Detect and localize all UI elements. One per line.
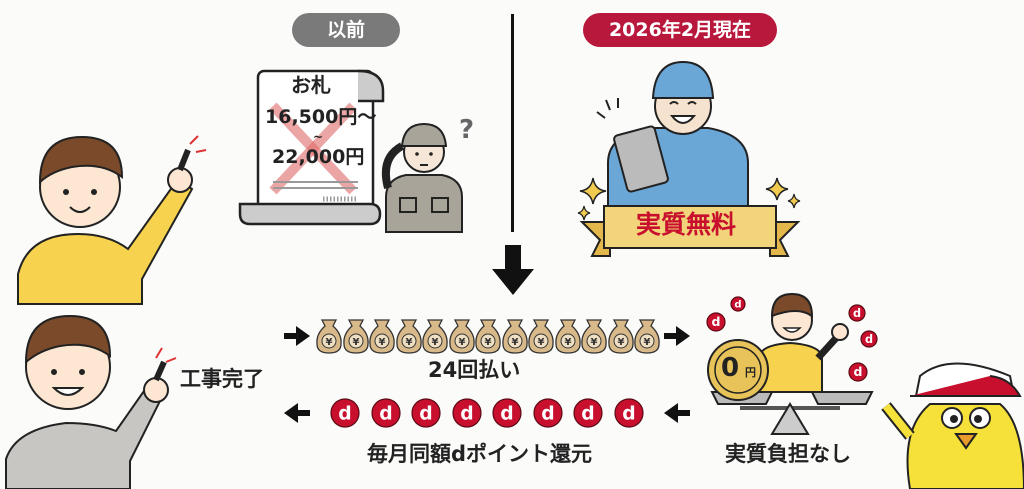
d-point-coin-icon: d bbox=[411, 398, 441, 428]
svg-text:¥: ¥ bbox=[485, 337, 492, 348]
before-badge: 以前 bbox=[292, 13, 400, 47]
installment-bags: ¥ ¥ ¥ ¥ ¥ ¥ ¥ ¥ ¥ ¥ ¥ ¥ ¥ bbox=[316, 318, 660, 354]
d-point-coin-icon: d bbox=[330, 398, 360, 428]
sparkle-icon bbox=[577, 177, 607, 221]
money-bag-icon: ¥ bbox=[554, 319, 581, 354]
receipt-illustration bbox=[238, 69, 385, 226]
construction-done-label: 工事完了 bbox=[180, 367, 264, 391]
svg-text:d: d bbox=[338, 403, 351, 424]
right-arrow-icon bbox=[664, 326, 690, 346]
money-bag-icon: ¥ bbox=[607, 319, 634, 354]
svg-text:d: d bbox=[541, 403, 554, 424]
money-bag-icon: ¥ bbox=[395, 319, 422, 354]
svg-text:d: d bbox=[622, 403, 635, 424]
now-badge: 2026年2月現在 bbox=[583, 13, 777, 47]
svg-text:d: d bbox=[854, 364, 863, 379]
svg-text:¥: ¥ bbox=[617, 337, 624, 348]
price-from: 16,500円～ bbox=[265, 106, 377, 128]
svg-text:¥: ¥ bbox=[511, 337, 518, 348]
money-bag-icon: ¥ bbox=[475, 319, 501, 354]
installments-label: 24回払い bbox=[428, 358, 521, 382]
svg-text:¥: ¥ bbox=[458, 337, 465, 348]
question-mark: ? bbox=[459, 115, 475, 145]
svg-text:¥: ¥ bbox=[352, 337, 359, 348]
svg-text:d: d bbox=[379, 403, 392, 424]
price-tilde: ~ bbox=[313, 130, 324, 144]
svg-text:¥: ¥ bbox=[379, 337, 386, 348]
points-label: 毎月同額dポイント還元 bbox=[367, 442, 593, 466]
down-arrow-icon bbox=[492, 245, 534, 295]
result-label: 実質負担なし bbox=[725, 442, 851, 466]
money-bag-icon: ¥ bbox=[422, 319, 448, 354]
svg-text:d: d bbox=[500, 403, 513, 424]
sparkle-icon bbox=[765, 177, 801, 209]
money-bag-icon: ¥ bbox=[581, 319, 607, 354]
d-point-coin-icon: d bbox=[848, 362, 868, 382]
money-bag-icon: ¥ bbox=[369, 319, 395, 354]
svg-text:d: d bbox=[460, 403, 473, 424]
svg-text:¥: ¥ bbox=[538, 337, 545, 348]
money-bag-icon: ¥ bbox=[342, 319, 369, 354]
d-point-coin-icon: d bbox=[730, 296, 746, 312]
left-arrow-icon bbox=[664, 403, 690, 423]
divider bbox=[511, 14, 514, 232]
svg-text:¥: ¥ bbox=[644, 337, 651, 348]
d-point-coin-icon: d bbox=[573, 398, 603, 428]
d-point-coin-icon: d bbox=[848, 304, 866, 322]
svg-text:d: d bbox=[734, 299, 741, 310]
d-point-coin-icon: d bbox=[370, 398, 401, 428]
svg-text:¥: ¥ bbox=[432, 337, 439, 348]
svg-text:d: d bbox=[419, 403, 432, 424]
d-point-coin-icon: d bbox=[613, 398, 644, 428]
money-bag-icon: ¥ bbox=[634, 319, 660, 354]
svg-text:¥: ¥ bbox=[564, 337, 571, 348]
svg-text:d: d bbox=[712, 314, 721, 329]
svg-text:¥: ¥ bbox=[326, 337, 333, 348]
right-arrow-icon bbox=[284, 326, 310, 346]
receipt-title: お札 bbox=[291, 73, 331, 97]
d-point-coin-icon: d bbox=[492, 398, 522, 428]
left-arrow-icon bbox=[284, 403, 310, 423]
svg-text:d: d bbox=[865, 333, 873, 346]
d-point-coin-icon: d bbox=[706, 312, 726, 332]
money-bag-icon: ¥ bbox=[448, 319, 475, 354]
construction-done-person-illustration bbox=[5, 314, 177, 489]
money-bag-icon: ¥ bbox=[528, 319, 554, 354]
coin-unit: 円 bbox=[745, 366, 756, 379]
pointing-person-illustration bbox=[17, 135, 207, 305]
coin-value: 0 bbox=[721, 353, 740, 383]
money-bag-icon: ¥ bbox=[316, 319, 342, 354]
confused-worker-illustration bbox=[381, 122, 463, 233]
money-bag-icon: ¥ bbox=[501, 319, 528, 354]
price-to: 22,000円 bbox=[272, 146, 365, 168]
happy-worker-illustration bbox=[596, 60, 749, 209]
d-point-coin-icon: d bbox=[451, 398, 482, 428]
svg-text:d: d bbox=[581, 403, 594, 424]
banner-text: 実質無料 bbox=[636, 210, 737, 239]
svg-text:d: d bbox=[853, 307, 861, 320]
d-point-mascot bbox=[881, 362, 1024, 489]
d-point-coin-icon: d bbox=[860, 330, 878, 348]
svg-text:¥: ¥ bbox=[591, 337, 598, 348]
scale-person-illustration bbox=[707, 292, 874, 435]
d-point-coin-icon: d bbox=[532, 398, 563, 428]
svg-text:¥: ¥ bbox=[405, 337, 412, 348]
banner-ribbon bbox=[579, 205, 801, 257]
